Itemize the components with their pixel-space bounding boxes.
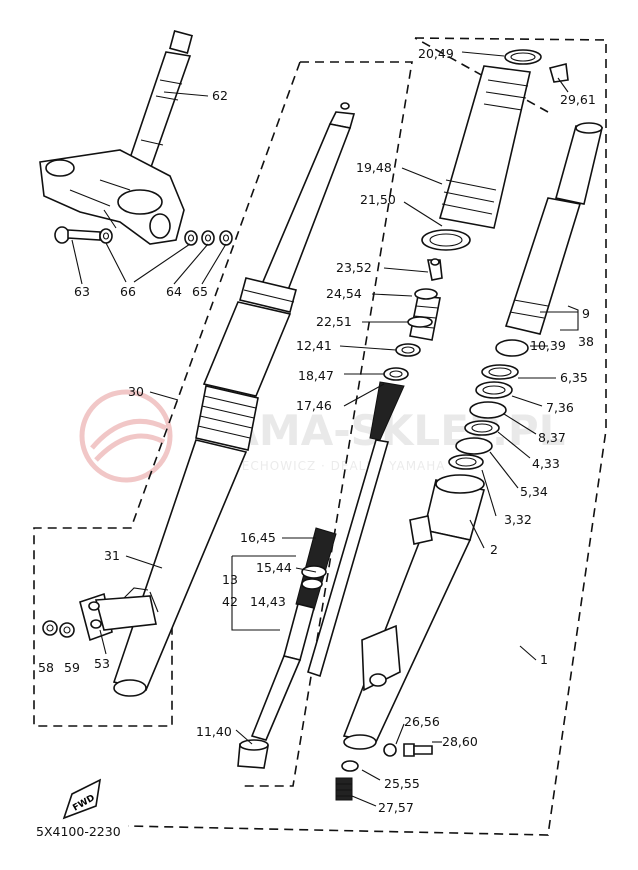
label-7-36: 7,36 (546, 400, 574, 415)
label-12-41: 12,41 (296, 338, 332, 353)
right-seals-and-rings (448, 364, 519, 470)
group-outline-middle (33, 61, 413, 787)
damper-rod (250, 527, 337, 741)
damper-parts-upper (383, 258, 443, 381)
label-1: 1 (540, 652, 548, 667)
label-62: 62 (212, 88, 228, 103)
label-10-39: 10,39 (530, 338, 566, 353)
label-25-55: 25,55 (384, 776, 420, 791)
label-15-44: 15,44 (256, 560, 292, 575)
label-3-32: 3,32 (504, 512, 532, 527)
fwd-arrow-icon: FWD (62, 778, 102, 820)
label-58: 58 (38, 660, 54, 675)
label-30: 30 (128, 384, 144, 399)
label-17-46: 17,46 (296, 398, 332, 413)
label-64: 64 (166, 284, 182, 299)
diagram-code: 5X4100-2230 (36, 824, 121, 839)
label-24-54: 24,54 (326, 286, 362, 301)
part-labels: 62 63 66 64 65 30 31 58 59 53 11,40 16,4… (38, 46, 596, 815)
left-small-washers (42, 620, 75, 638)
label-23-52: 23,52 (336, 260, 372, 275)
drain-bolts (335, 743, 433, 801)
label-8-37: 8,37 (538, 430, 566, 445)
label-27-57: 27,57 (378, 800, 414, 815)
label-29-61: 29,61 (560, 92, 596, 107)
oil-lock-piece (237, 739, 269, 769)
label-4-33: 4,33 (532, 456, 560, 471)
watermark-logo-swoosh (90, 418, 168, 462)
label-21-50: 21,50 (360, 192, 396, 207)
right-boot-and-clamp (421, 49, 569, 251)
fork-spring (307, 381, 405, 678)
label-22-51: 22,51 (316, 314, 352, 329)
label-6-35: 6,35 (560, 370, 588, 385)
label-31: 31 (104, 548, 120, 563)
label-13: 13 (222, 572, 238, 587)
right-inner-tube (495, 122, 603, 357)
watermark-logo-icon (79, 389, 173, 483)
under-bracket (39, 149, 185, 245)
label-18-47: 18,47 (298, 368, 334, 383)
group-outline-right (127, 37, 607, 836)
right-outer-tube (342, 474, 486, 750)
label-26-56: 26,56 (404, 714, 440, 729)
label-59: 59 (64, 660, 80, 675)
leader-lines (71, 51, 579, 807)
watermark-subtext: WOJCIECHOWICZ · DEALER YAMAHA (200, 459, 446, 473)
left-axle-holder (79, 587, 159, 642)
label-5-34: 5,34 (520, 484, 548, 499)
label-63: 63 (74, 284, 90, 299)
label-9: 9 (582, 306, 590, 321)
label-14-43: 14,43 (250, 594, 286, 609)
label-65: 65 (192, 284, 208, 299)
label-2: 2 (490, 542, 498, 557)
label-28-60: 28,60 (442, 734, 478, 749)
steering-stem (126, 29, 194, 171)
label-20-49: 20,49 (418, 46, 454, 61)
label-16-45: 16,45 (240, 530, 276, 545)
left-fork-boot (195, 277, 297, 451)
label-11-40: 11,40 (196, 724, 232, 739)
label-19-48: 19,48 (356, 160, 392, 175)
label-38: 38 (578, 334, 594, 349)
label-42: 42 (222, 594, 238, 609)
label-53: 53 (94, 656, 110, 671)
label-66: 66 (120, 284, 136, 299)
pinch-bolt (54, 226, 101, 244)
